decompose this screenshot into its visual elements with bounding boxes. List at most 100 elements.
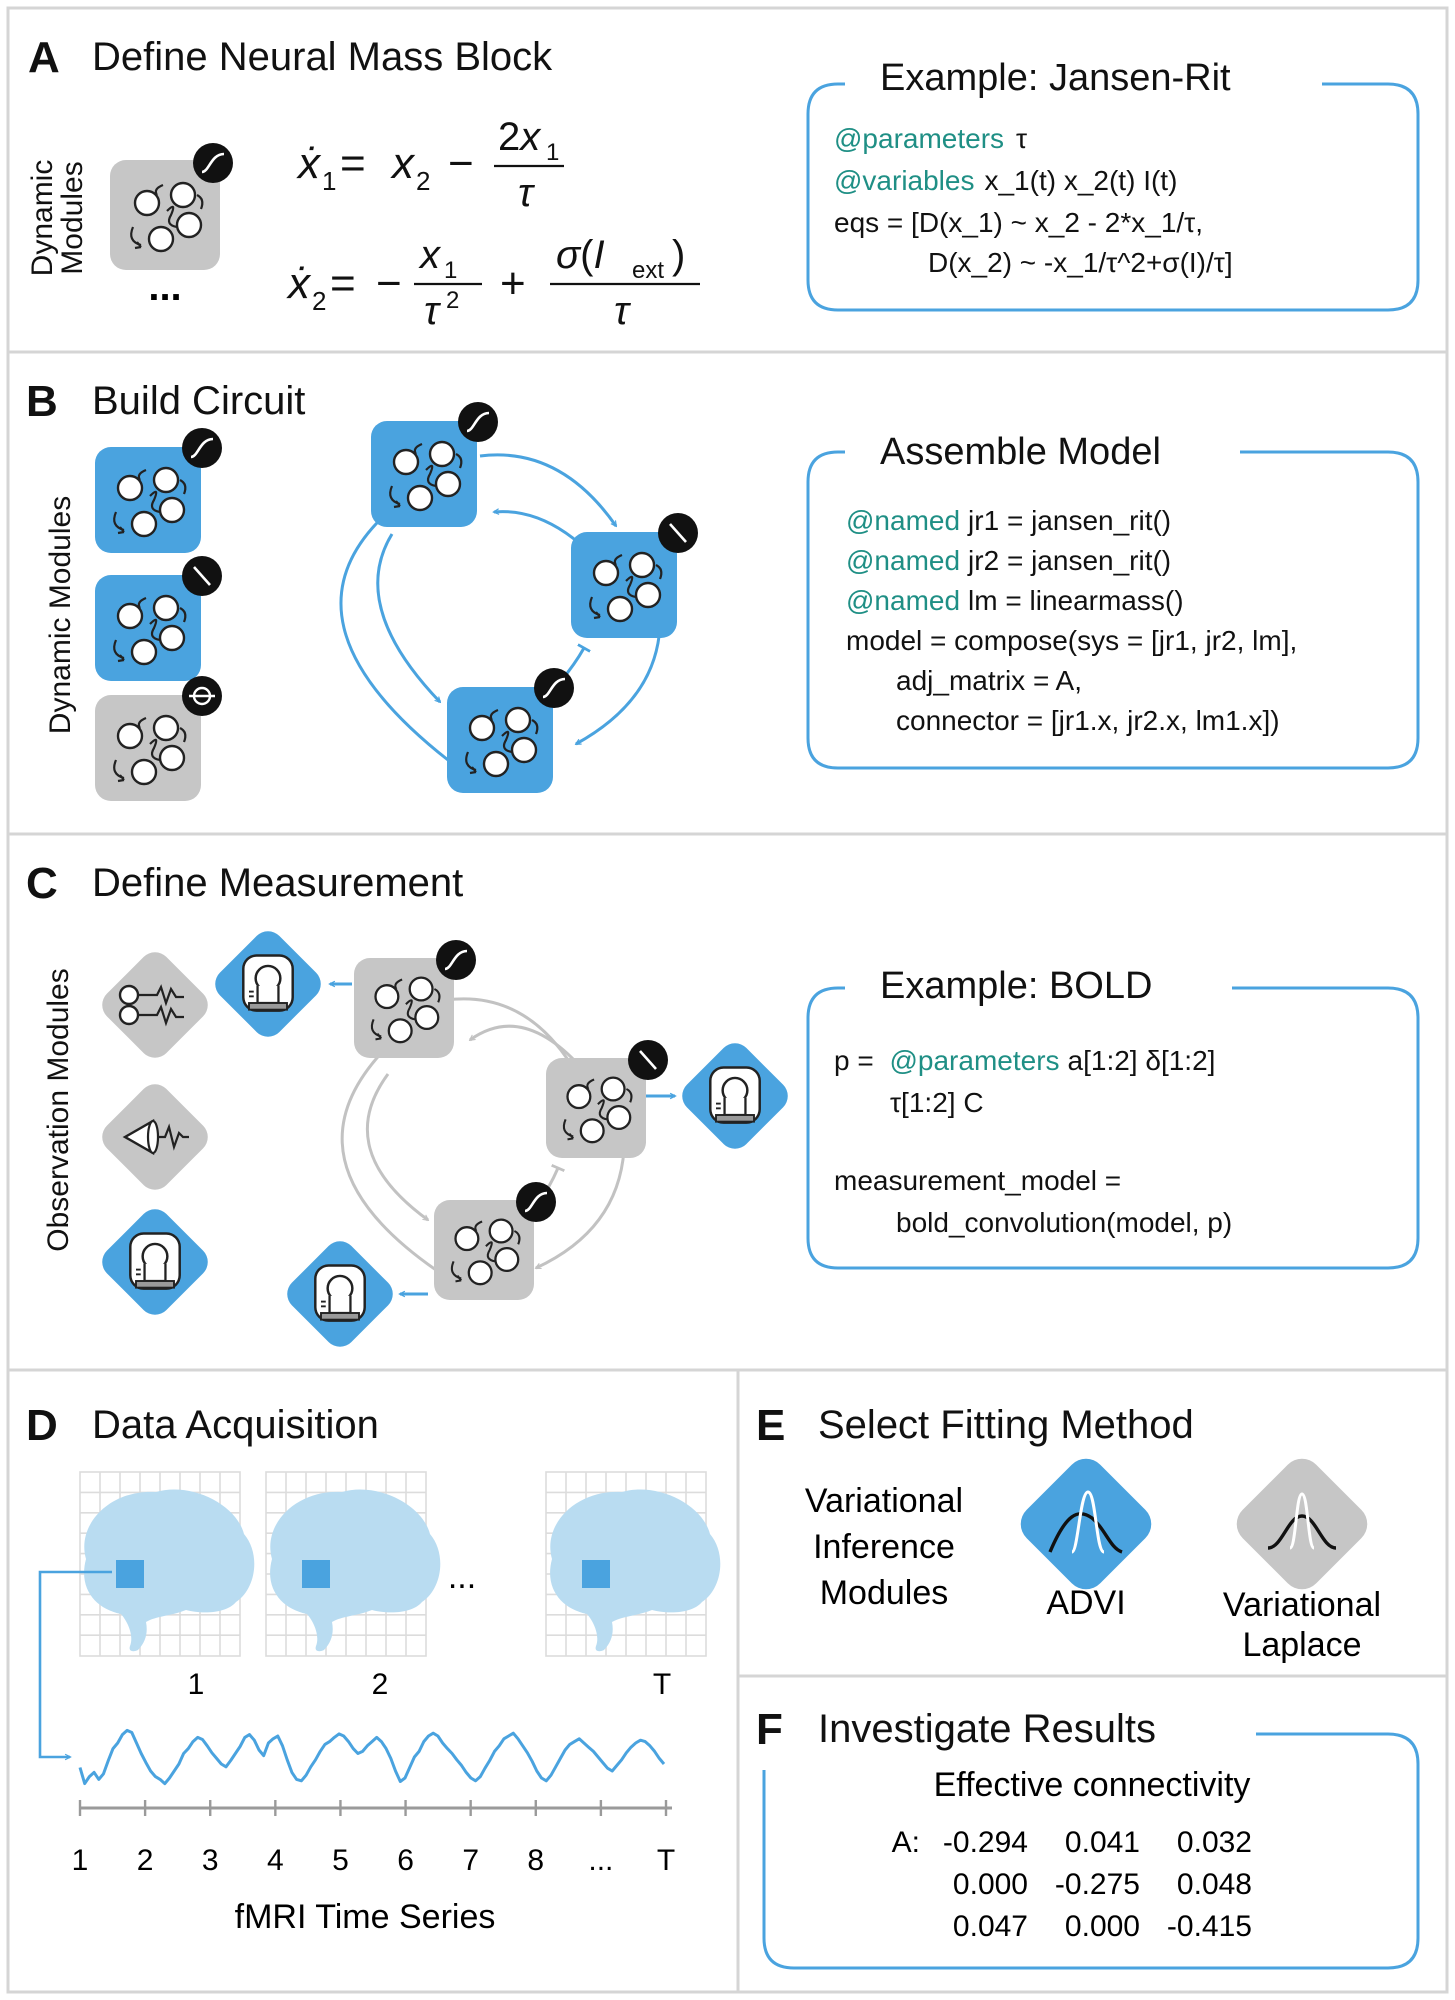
method-label: Variational — [1223, 1586, 1381, 1624]
code-text: x_1(t) x_2(t) I(t) — [984, 165, 1177, 196]
frame-label: 2 — [372, 1668, 389, 1701]
axis-tick-label: 5 — [332, 1844, 349, 1877]
panel-borders — [6, 6, 1449, 1994]
axis-tick-label: 4 — [267, 1844, 284, 1877]
sigmoid-badge-icon — [532, 666, 576, 710]
panel-f: F Investigate Results Effective connecti… — [756, 1705, 1420, 1970]
frame-label: 1 — [188, 1668, 205, 1701]
matrix-cell: -0.415 — [1167, 1910, 1252, 1943]
panel-c: C Define Measurement Observation Modules — [26, 859, 1420, 1347]
svg-text:2: 2 — [446, 287, 459, 314]
variational-laplace-icon — [1236, 1458, 1368, 1590]
panel-e: E Select Fitting Method Variational Infe… — [756, 1401, 1381, 1664]
axis-tick-label: 2 — [137, 1844, 154, 1877]
sigmoid-badge-icon — [514, 1180, 558, 1224]
measurement-node-jr1 — [354, 938, 478, 1058]
panel-c-letter: C — [26, 859, 58, 908]
svg-text:−: − — [448, 139, 474, 188]
phi-badge-icon — [180, 674, 224, 718]
box-title: Example: Jansen-Rit — [880, 57, 1231, 99]
measurement-node-jr2 — [434, 1180, 558, 1300]
neural-mass-module — [110, 141, 235, 270]
svg-text:τ: τ — [518, 171, 536, 215]
axis-tick-label: 8 — [527, 1844, 544, 1877]
matrix-cell: -0.275 — [1055, 1868, 1140, 1901]
svg-text:2x: 2x — [498, 115, 542, 159]
code-keyword: @parameters — [889, 1045, 1059, 1076]
linear-badge-icon — [626, 1038, 670, 1082]
panel-a: A Define Neural Mass Block Dynamic Modul… — [26, 33, 1420, 333]
code-line: bold_convolution(model, p) — [896, 1207, 1232, 1238]
jansen-rit-equations: ẋ 1 = x 2 − 2x 1 τ ẋ 2 = − x 1 τ 2 + σ(I… — [286, 115, 700, 333]
box-title: Example: BOLD — [880, 965, 1152, 1007]
voxel-marker — [116, 1560, 144, 1588]
svg-text:+: + — [500, 259, 526, 308]
svg-text:): ) — [672, 233, 685, 277]
code-line: D(x_2) ~ -x_1/τ^2+σ(I)/τ] — [928, 247, 1233, 278]
svg-text:=: = — [340, 139, 366, 188]
panel-e-title: Select Fitting Method — [818, 1403, 1194, 1447]
svg-text:1: 1 — [546, 139, 559, 166]
matrix-label: A: — [892, 1826, 920, 1859]
fmri-frame — [545, 1471, 721, 1657]
fmri-frames — [79, 1471, 721, 1657]
svg-text:−: − — [376, 259, 402, 308]
eeg-module-icon — [102, 952, 208, 1058]
modules-ellipsis: ... — [148, 265, 181, 309]
side-label-line: Inference — [813, 1528, 955, 1566]
code-keyword: @named — [846, 505, 960, 536]
circuit-node-jr2 — [447, 666, 576, 793]
svg-text:=: = — [330, 259, 356, 308]
code-line: eqs = [D(x_1) ~ x_2 - 2*x_1/τ, — [834, 207, 1203, 238]
sigmoid-badge-icon — [180, 426, 224, 470]
svg-text:τ: τ — [614, 289, 632, 333]
matrix-cell: 0.000 — [953, 1868, 1028, 1901]
module-jansen-rit — [95, 426, 224, 553]
advi-icon — [1020, 1458, 1152, 1590]
circuit-node-jr1 — [371, 400, 500, 527]
measurement-node-lm — [546, 1038, 670, 1158]
panel-a-letter: A — [28, 33, 60, 82]
matrix-cell: 0.032 — [1177, 1826, 1252, 1859]
voxel-marker — [302, 1560, 330, 1588]
code-text: lm = linearmass() — [968, 585, 1183, 616]
svg-text:x: x — [418, 233, 442, 277]
axis-tick-label: 6 — [397, 1844, 414, 1877]
fmri-frame — [79, 1471, 255, 1657]
matrix-cell: 0.047 — [953, 1910, 1028, 1943]
matrix-cell: -0.294 — [943, 1826, 1028, 1859]
panel-b-letter: B — [26, 377, 58, 426]
code-keyword: @variables — [834, 165, 974, 196]
svg-text:ext: ext — [632, 257, 664, 284]
matrix-cell: 0.041 — [1065, 1826, 1140, 1859]
svg-text:x: x — [390, 139, 416, 188]
code-text: a[1:2] δ[1:2] — [1068, 1045, 1216, 1076]
panel-d-title: Data Acquisition — [92, 1403, 379, 1447]
code-line: connector = [jr1.x, jr2.x, lm1.x]) — [896, 705, 1280, 736]
code-keyword: @parameters — [834, 123, 1004, 154]
time-series-line — [78, 1728, 666, 1786]
svg-text:2: 2 — [312, 286, 326, 316]
panel-f-title: Investigate Results — [818, 1707, 1156, 1751]
frames-ellipsis: ... — [448, 1558, 476, 1596]
svg-text:2: 2 — [416, 166, 430, 196]
scanner-icon — [215, 931, 321, 1037]
fmri-frame — [265, 1471, 441, 1657]
code-text: jr1 = jansen_rit() — [967, 505, 1171, 536]
code-line: model = compose(sys = [jr1, jr2, lm], — [846, 625, 1297, 656]
code-line: measurement_model = — [834, 1165, 1121, 1196]
linear-badge-icon — [180, 554, 224, 598]
axis-label: fMRI Time Series — [235, 1898, 496, 1936]
frame-label: T — [653, 1668, 671, 1701]
panel-a-title: Define Neural Mass Block — [92, 35, 553, 79]
meg-module-icon — [102, 1084, 208, 1190]
scanner-icon — [682, 1043, 788, 1149]
code-line: adj_matrix = A, — [896, 665, 1082, 696]
